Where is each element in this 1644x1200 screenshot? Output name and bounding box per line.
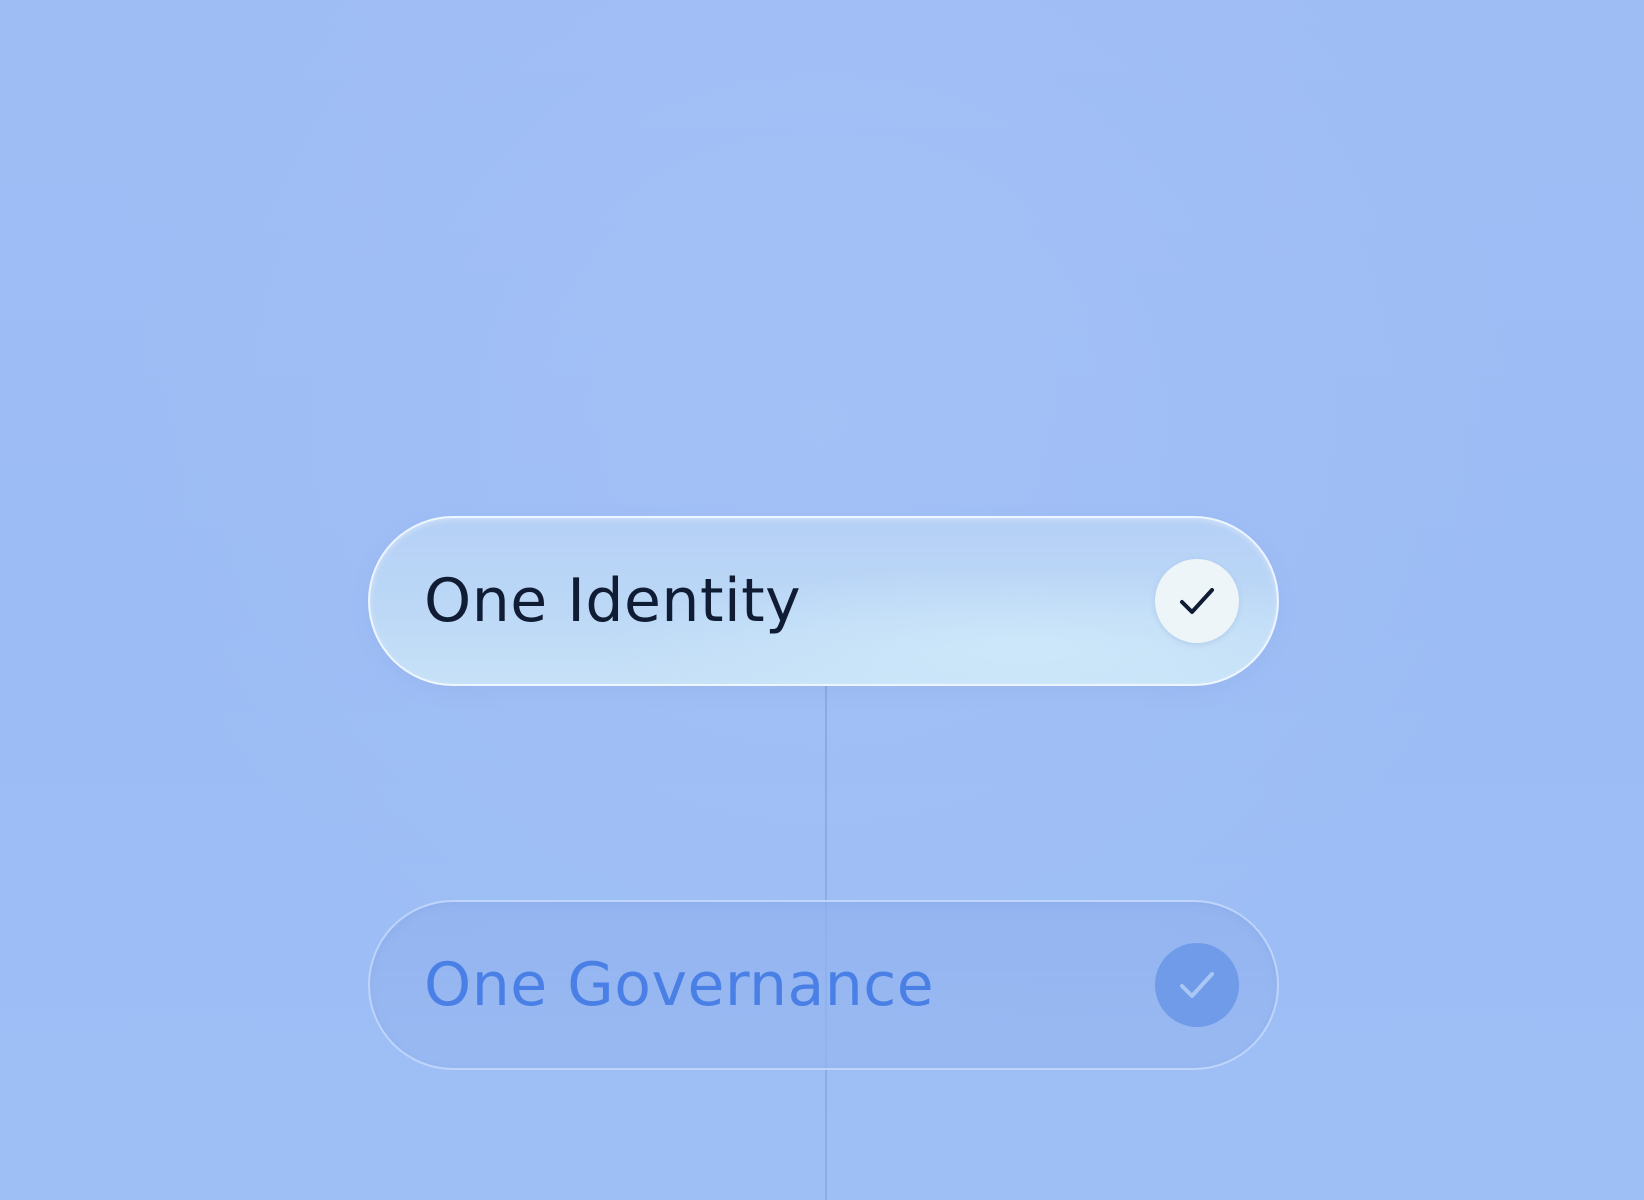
- option-pill-one-governance[interactable]: One Governance: [368, 900, 1279, 1070]
- checkmark-icon: [1155, 559, 1239, 643]
- option-label: One Governance: [424, 950, 935, 1020]
- checkmark-icon: [1155, 943, 1239, 1027]
- option-label: One Identity: [424, 566, 802, 636]
- option-pill-one-identity[interactable]: One Identity: [368, 516, 1279, 686]
